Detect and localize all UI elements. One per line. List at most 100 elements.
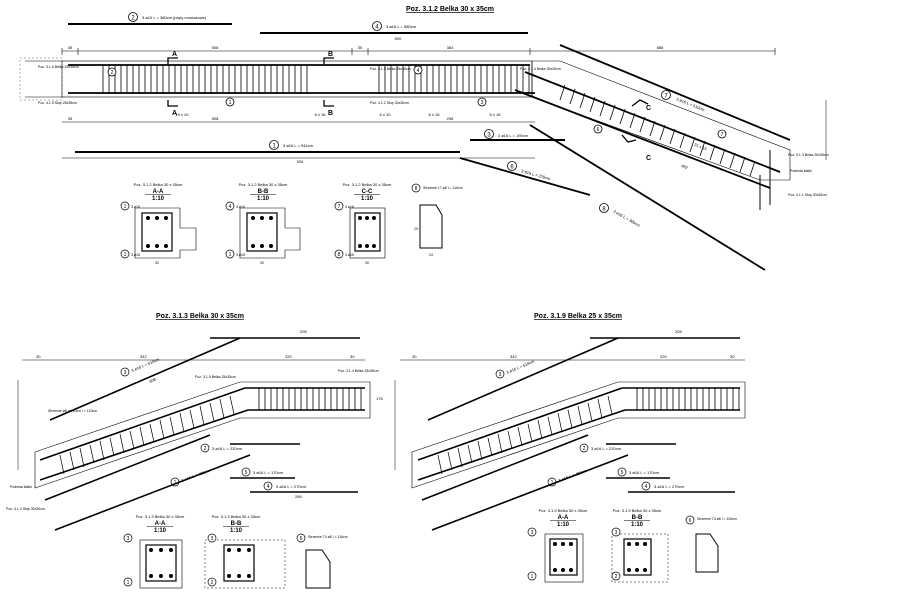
sections-row-2: Poz. 3.1.3 Belka 30 x 35cm A-A 1:10 3 1 … (123, 514, 348, 589)
sec1-ref: Poz. 3.1.2 Belka 30 x 35cm (134, 182, 183, 187)
drawing1-title: Poz. 3.1.2 Belka 30 x 35cm (406, 6, 494, 13)
dim-top-2: 30 (358, 45, 363, 50)
stirrup1-h: 29 (414, 227, 418, 231)
svg-text:3: 3 (211, 536, 214, 542)
dim-462: 462 (681, 163, 690, 170)
svg-text:1: 1 (229, 252, 232, 258)
sec2-ref: Poz. 3.1.2 Belka 30 x 35cm (239, 182, 288, 187)
drawing-poz-319: Poz. 3.1.9 Belka 25 x 35cm 205 30 342 22… (394, 313, 746, 531)
sec3-top: 3 ø16 (345, 205, 354, 209)
note-end3: Podesta klatki (790, 169, 812, 173)
stirrups-incline: 21 x 15 (694, 142, 709, 152)
d2-beam-outline (34, 381, 371, 489)
d3-bar3-label: 3 ø16 L = 510cm (505, 358, 535, 375)
sec1-scale: 1:10 (152, 196, 165, 202)
svg-text:4: 4 (417, 68, 420, 74)
d3-dim-0: 30 (412, 354, 417, 359)
svg-text:7: 7 (721, 132, 724, 138)
dim-bottom-0: 35 (68, 116, 73, 121)
d3-stirrups-horiz (632, 388, 740, 410)
stirrup3-num: 6 (689, 518, 692, 524)
bar1-label: 3 ø16 L = 941cm (283, 143, 314, 148)
note-mid1: Poz. 3.1.5 Belka 25x35cm (370, 67, 411, 71)
sec2-top: 3 ø16 (236, 205, 245, 209)
d2-stirrups-horiz (255, 388, 365, 410)
d2-dim-176: 176 (376, 396, 383, 401)
s3b-scale: 1:10 (631, 522, 644, 528)
sec3-scale: 1:10 (361, 196, 374, 202)
bar6-marker (507, 161, 517, 171)
section-c-c-1: Poz. 3.1.2 Belka 30 x 35cm C-C 1:10 7 8 … (334, 182, 392, 265)
beam1-mark-7 (717, 129, 727, 139)
bar8-number: 8 (602, 207, 606, 213)
cut-a-bottom: A (172, 110, 177, 117)
d3-bar1-line (421, 434, 589, 501)
beam1-mark-4 (413, 65, 423, 75)
dim-ticks-top (61, 48, 776, 55)
bar4-marker (372, 21, 382, 31)
sec1-name: A-A (153, 189, 164, 195)
sec1-w: 30 (155, 261, 159, 265)
stirrup3-label: Strzemie 74 ø8 l = 106cm (697, 517, 737, 521)
stirrups-4: 6 x 16 (490, 112, 502, 117)
stirrup1-w: 24 (429, 253, 433, 257)
note-mid2: Poz. 4.1.2 Słup 30x30cm (370, 101, 409, 105)
drawing-poz-313: Poz. 3.1.3 Belka 30 x 35cm 205 30 342 22… (6, 313, 383, 531)
stirrup1-label: Strzemie 17 ø8 l = 116cm (423, 186, 463, 190)
sections-row-3: Poz. 3.1.9 Belka 30 x 35cm A-A 1:10 3 1 … (527, 508, 737, 583)
bar7-number: 7 (664, 94, 668, 100)
d3-bar4-label: 3 ø16 L = 270cm (654, 484, 685, 489)
s3a-scale: 1:10 (557, 522, 570, 528)
d2-note-beam2: Poz. 3.1.4 Belka 25x35cm (338, 369, 379, 373)
section-a-a-1: Poz. 3.1.2 Belka 30 x 35cm A-A 1:10 1 1 … (120, 182, 197, 265)
svg-text:6: 6 (597, 127, 600, 133)
s2b-scale: 1:10 (230, 528, 243, 534)
svg-text:1: 1 (229, 100, 232, 106)
bar3-number: 3 (487, 133, 491, 139)
svg-text:1: 1 (124, 204, 127, 210)
cut-c-top: C (646, 105, 651, 112)
d2-bar2-label: 3 ø16 L = 220cm (212, 446, 243, 451)
cut-b-top: B (328, 51, 333, 58)
drawing3-title: Poz. 3.1.9 Belka 25 x 35cm (534, 313, 622, 320)
d2-bar5-num: 5 (245, 470, 248, 476)
s2b-name: B-B (231, 521, 242, 527)
s2a-name: A-A (155, 521, 166, 527)
dim-top-4: 588 (657, 45, 664, 50)
svg-text:2: 2 (615, 574, 618, 580)
d3-bar4-num: 4 (645, 484, 648, 490)
beam1-mark-3 (477, 97, 487, 107)
svg-text:3: 3 (127, 536, 130, 542)
d2-dim-2: 220 (285, 354, 292, 359)
bar4-number: 4 (375, 25, 379, 31)
s3a-name: A-A (558, 515, 569, 521)
d3-bar3-line (427, 337, 619, 421)
bar4-label: 3 ø16 L = 580cm (386, 24, 417, 29)
bar6-line (459, 157, 591, 196)
incline-rebar-2 (514, 89, 771, 189)
stirrups-1: 8 x 16 (315, 112, 327, 117)
d2-bar3-num: 3 (124, 370, 127, 376)
note-end2: Poz. 4.1.1 Słup 30x30cm (788, 193, 827, 197)
d3-bar5-num: 5 (621, 470, 624, 476)
stirrups-3: 8 x 15 (429, 112, 441, 117)
svg-text:1: 1 (531, 574, 534, 580)
bar7-line (559, 44, 791, 141)
cut-b-bottom: B (328, 110, 333, 117)
bar1-number: 1 (272, 144, 276, 150)
beam1-stirrups-a (100, 65, 310, 93)
d3-dim-1: 342 (510, 354, 517, 359)
drawing2-title: Poz. 3.1.3 Belka 30 x 35cm (156, 313, 244, 320)
svg-text:8: 8 (338, 252, 341, 258)
d2-dim-3: 30 (350, 354, 355, 359)
d3-beam-outline (411, 381, 746, 489)
svg-text:2: 2 (111, 70, 114, 76)
d2-dim-205: 205 (300, 329, 307, 334)
d3-bar1b-line (431, 454, 629, 531)
dim-top-0: 35 (68, 45, 73, 50)
svg-text:2: 2 (211, 580, 214, 586)
d3-bar2-num: 2 (583, 446, 586, 452)
d3-bar1-num: 1 (551, 480, 554, 486)
d2-dim-0: 30 (36, 354, 41, 359)
